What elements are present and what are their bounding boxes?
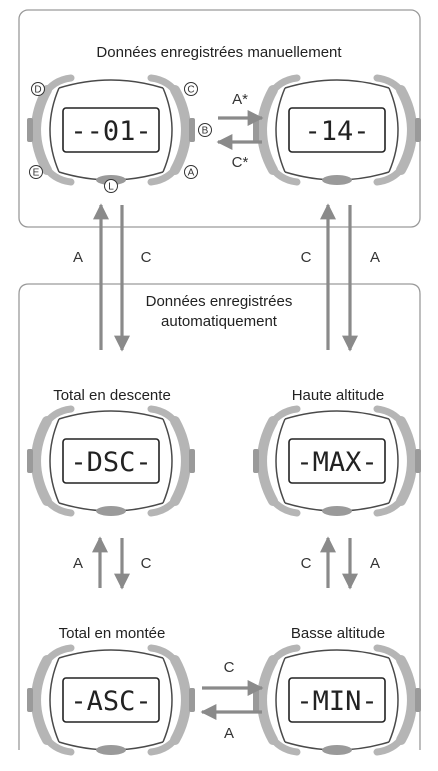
high-altitude-watch: -MAX- <box>253 409 421 516</box>
svg-text:L: L <box>108 182 114 193</box>
manual-data-title: Données enregistrées manuellement <box>96 44 342 61</box>
button-b-label: B <box>198 123 212 137</box>
button-e-label: E <box>29 165 43 179</box>
manual-left-watch: --01- <box>27 78 195 185</box>
manual-right-watch: -14- <box>253 78 421 185</box>
arrow-left-up-label: A <box>73 249 83 266</box>
auto-data-frame <box>18 283 421 750</box>
low-altitude-display: -MIN- <box>296 686 377 717</box>
low-altitude-caption: Basse altitude <box>291 625 385 642</box>
arrow-right-down-label: A <box>370 249 380 266</box>
manual-right-display: -14- <box>304 116 369 147</box>
svg-text:E: E <box>33 168 40 179</box>
total-ascent-display: -ASC- <box>70 686 151 717</box>
button-c-label: C <box>184 82 198 96</box>
arrow-manual-left-label: C* <box>232 154 249 171</box>
svg-text:A: A <box>188 168 195 179</box>
total-ascent-watch: -ASC- <box>27 648 195 755</box>
button-d-label: D <box>31 82 45 96</box>
arrow-mid-left-down-label: C <box>141 555 152 572</box>
total-descent-display: -DSC- <box>70 447 151 478</box>
arrow-left-down-label: C <box>141 249 152 266</box>
total-descent-caption: Total en descente <box>53 387 171 404</box>
low-altitude-watch: -MIN- <box>253 648 421 755</box>
total-ascent-caption: Total en montée <box>59 625 166 642</box>
auto-data-title-line1: Données enregistrées <box>146 293 293 310</box>
auto-data-title-line2: automatiquement <box>161 313 278 330</box>
arrow-mid-right-up-label: C <box>301 555 312 572</box>
svg-text:D: D <box>34 85 41 96</box>
svg-text:B: B <box>202 126 209 137</box>
high-altitude-caption: Haute altitude <box>292 387 385 404</box>
arrow-bottom-right-label: C <box>224 659 235 676</box>
svg-text:C: C <box>187 85 194 96</box>
arrow-mid-left-up-label: A <box>73 555 83 572</box>
arrow-manual-right-label: A* <box>232 91 248 108</box>
high-altitude-display: -MAX- <box>296 447 377 478</box>
arrow-mid-right-down-label: A <box>370 555 380 572</box>
total-descent-watch: -DSC- <box>27 409 195 516</box>
arrow-bottom-left-label: A <box>224 725 234 742</box>
button-a-label: A <box>184 165 198 179</box>
manual-left-display: --01- <box>70 116 151 147</box>
button-l-label: L <box>104 179 118 193</box>
arrow-right-up-label: C <box>301 249 312 266</box>
